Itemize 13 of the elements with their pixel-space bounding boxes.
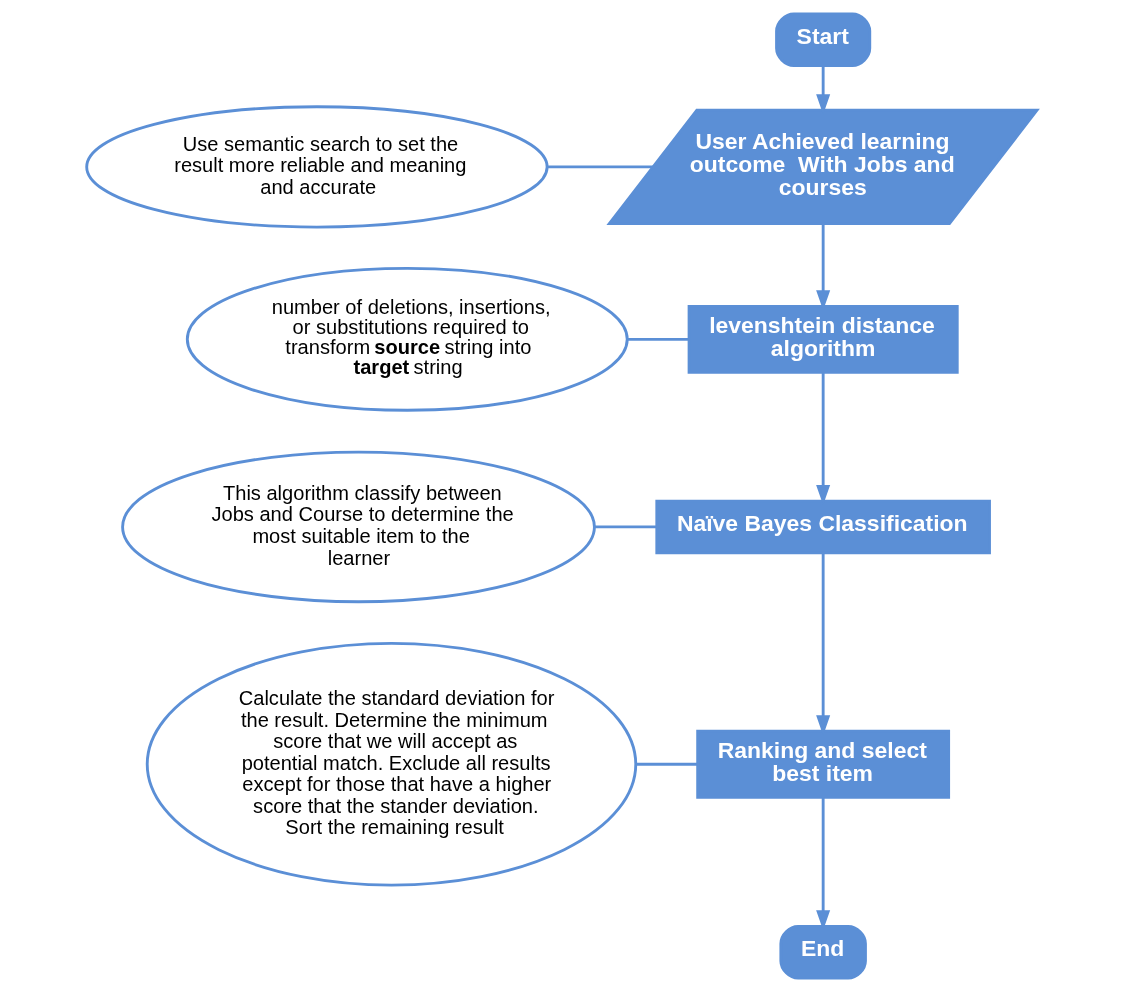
node-box: Naïve Bayes Classification: [655, 499, 991, 555]
node-box: levenshtein distance algorithm: [687, 304, 959, 374]
node-ellipse: Calculate the standard deviation for the result. Determine the minimum score that we will accept as potential match. Exclude all results except for those that have a higher score that the stander deviation. Sort the remaining result: [145, 641, 638, 887]
connector: [636, 762, 698, 766]
connector: [594, 525, 657, 529]
node-box: End: [779, 925, 867, 980]
node-box: Ranking and select best item: [696, 729, 951, 799]
connector: [627, 337, 689, 341]
connector: [547, 165, 653, 169]
node-ellipse: number of deletions, insertions, or substitutions required to transform source string into target string: [185, 266, 629, 412]
node-box: Start: [775, 12, 872, 67]
node-ellipse: Use semantic search to set the result more reliable and meaning and accurate: [85, 105, 549, 229]
node-ellipse: This algorithm classify between Jobs and Course to determine the most suitable item to the learner: [121, 450, 596, 604]
